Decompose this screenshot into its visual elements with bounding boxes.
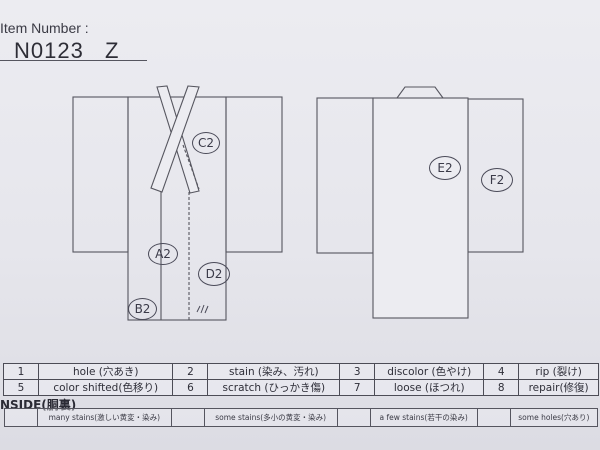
front-body [127,96,227,321]
option-label-many-stains: many stains(激しい黄変・染み) [37,408,172,427]
checkbox-few-stains[interactable] [336,408,371,427]
marker-e2: E2 [429,156,461,180]
back-collar [395,86,445,99]
legend-label: loose (ほつれ) [374,379,485,396]
legend-number: 8 [483,379,520,396]
collar-left-band [150,85,200,193]
checkbox-some-stains[interactable] [170,408,205,427]
legend-row: 1 hole (穴あき) 2 stain (染み、汚れ) 3 discolor … [3,363,599,380]
front-right-sleeve [225,96,283,253]
checkbox-some-holes[interactable] [476,408,511,427]
scratch-mark-icon [196,304,209,314]
item-number-value: N0123 Z [14,38,120,63]
marker-d2: D2 [198,262,230,286]
legend-row: 5 color shifted(色移り) 6 scratch (ひっかき傷) 7… [3,379,599,396]
legend-label: hole (穴あき) [37,363,174,380]
legend-number: 3 [339,363,376,380]
marker-b2: B2 [128,298,157,320]
back-body [372,97,469,319]
option-label-few-stains: a few stains(若干の染み) [369,408,478,427]
legend-number: 6 [172,379,209,396]
legend-label: discolor (色やけ) [374,363,485,380]
marker-a2: A2 [148,243,178,265]
option-label-some-holes: some holes(穴あり) [509,408,599,427]
legend-number: 4 [483,363,520,380]
legend-number: 1 [3,363,39,380]
back-left-sleeve [316,97,374,254]
inside-condition-table: many stains(激しい黄変・染み) some stains(多小の黄変・… [4,408,599,427]
legend-label: color shifted(色移り) [37,379,174,396]
option-label-some-stains: some stains(多小の黄変・染み) [203,408,338,427]
inside-row: many stains(激しい黄変・染み) some stains(多小の黄変・… [4,408,599,427]
legend-label: rip (裂け) [518,363,599,380]
legend-label: stain (染み、汚れ) [207,363,341,380]
legend-number: 5 [3,379,39,396]
marker-c2: C2 [192,132,220,154]
legend-label: scratch (ひっかき傷) [207,379,341,396]
legend-number: 2 [172,363,209,380]
front-left-sleeve [72,96,129,253]
back-kimono-diagram [316,86,524,319]
item-number-label: Item Number : [0,20,89,36]
damage-legend-table: 1 hole (穴あき) 2 stain (染み、汚れ) 3 discolor … [3,363,599,396]
front-kimono-diagram [72,85,283,321]
legend-label: repair(修復) [518,379,599,396]
marker-f2: F2 [481,168,513,192]
checkbox-many-stains[interactable] [4,408,38,427]
item-number-underline [0,60,147,61]
legend-number: 7 [339,379,376,396]
